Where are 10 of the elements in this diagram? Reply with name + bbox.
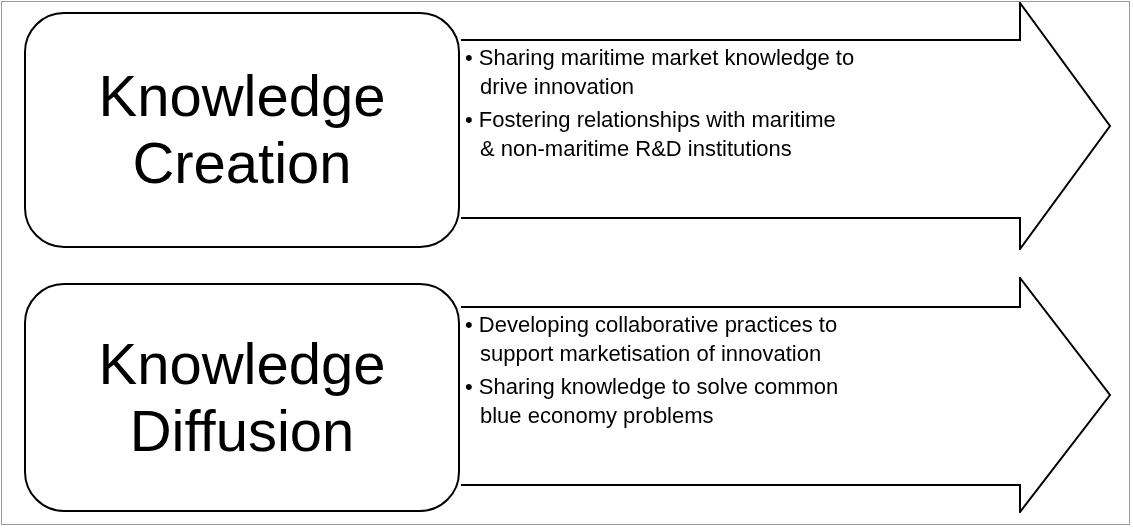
bullet-point: • Sharing knowledge to solve common blue economy problems xyxy=(465,373,840,430)
bullet-point: • Sharing maritime market knowledge to drive innovation xyxy=(465,44,855,101)
bullet-point: • Fostering relationships with maritime & non-maritime R&D institutions xyxy=(465,106,837,163)
rounded-box xyxy=(24,283,460,512)
arrow-shape xyxy=(461,277,1112,513)
arrow-shape xyxy=(461,2,1112,250)
rounded-box xyxy=(24,12,460,248)
box-title: Knowledge Creation xyxy=(97,63,387,197)
box-title: Knowledge Diffusion xyxy=(97,330,387,465)
bullet-point: • Developing collaborative practices to support marketisation of innovation xyxy=(465,311,839,368)
